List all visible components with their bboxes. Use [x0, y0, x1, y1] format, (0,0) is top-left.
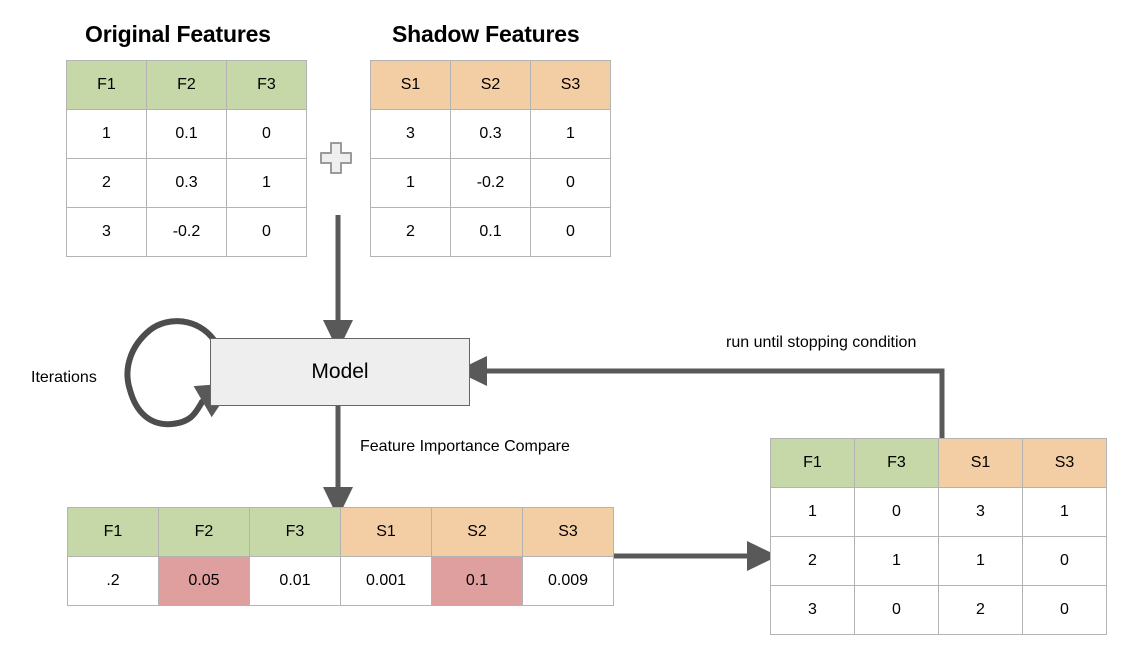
table-cell: 0.01: [249, 556, 341, 606]
table-cell: 2: [770, 536, 855, 586]
table-cell: 0.009: [522, 556, 614, 606]
column-header-f3: F3: [249, 507, 341, 557]
column-header-f2: F2: [158, 507, 250, 557]
column-header-f2: F2: [146, 60, 227, 110]
table-cell: 0.3: [450, 109, 531, 159]
column-header-s3: S3: [1022, 438, 1107, 488]
table-cell: 0.3: [146, 158, 227, 208]
table-cell: 1: [854, 536, 939, 586]
column-header-s1: S1: [340, 507, 432, 557]
table-cell: 1: [770, 487, 855, 537]
column-header-f3: F3: [854, 438, 939, 488]
model-box[interactable]: Model: [210, 338, 470, 406]
table-cell: 0: [854, 487, 939, 537]
table-cell: 0: [226, 207, 307, 257]
table-cell: 0: [226, 109, 307, 159]
column-header-f1: F1: [67, 507, 159, 557]
table-cell: 0.1: [450, 207, 531, 257]
column-header-s2: S2: [450, 60, 531, 110]
table-cell: 2: [66, 158, 147, 208]
column-header-s2: S2: [431, 507, 523, 557]
table-cell: 3: [66, 207, 147, 257]
column-header-f1: F1: [770, 438, 855, 488]
table-cell: .2: [67, 556, 159, 606]
plus-icon: [319, 141, 353, 175]
column-header-f3: F3: [226, 60, 307, 110]
table-cell: -0.2: [450, 158, 531, 208]
iterations-label: Iterations: [31, 369, 97, 386]
table-cell: 2: [370, 207, 451, 257]
iterations-loop-arrow: [124, 318, 235, 428]
table-cell: 0: [530, 207, 611, 257]
table-cell: 1: [226, 158, 307, 208]
table-cell: 1: [938, 536, 1023, 586]
column-header-s3: S3: [522, 507, 614, 557]
table-cell: 3: [370, 109, 451, 159]
table-cell: 1: [1022, 487, 1107, 537]
arrow-feedback-to-model: [456, 356, 945, 438]
table-cell: 0: [1022, 536, 1107, 586]
table-cell: 3: [770, 585, 855, 635]
column-header-s1: S1: [370, 60, 451, 110]
column-header-s1: S1: [938, 438, 1023, 488]
table-cell: 0.1: [431, 556, 523, 606]
feature-importance-compare-label: Feature Importance Compare: [360, 438, 570, 455]
table-cell: 0.05: [158, 556, 250, 606]
table-cell: 1: [530, 109, 611, 159]
table-cell: -0.2: [146, 207, 227, 257]
table-cell: 0: [1022, 585, 1107, 635]
table-cell: 0.001: [340, 556, 432, 606]
model-label: Model: [311, 360, 369, 383]
table-cell: 1: [370, 158, 451, 208]
table-cell: 2: [938, 585, 1023, 635]
column-header-s3: S3: [530, 60, 611, 110]
original-features-title: Original Features: [85, 21, 271, 47]
run-until-stopping-condition-label: run until stopping condition: [726, 334, 917, 351]
table-cell: 0: [530, 158, 611, 208]
shadow-features-title: Shadow Features: [392, 21, 580, 47]
table-cell: 1: [66, 109, 147, 159]
table-cell: 0: [854, 585, 939, 635]
column-header-f1: F1: [66, 60, 147, 110]
table-cell: 3: [938, 487, 1023, 537]
table-cell: 0.1: [146, 109, 227, 159]
